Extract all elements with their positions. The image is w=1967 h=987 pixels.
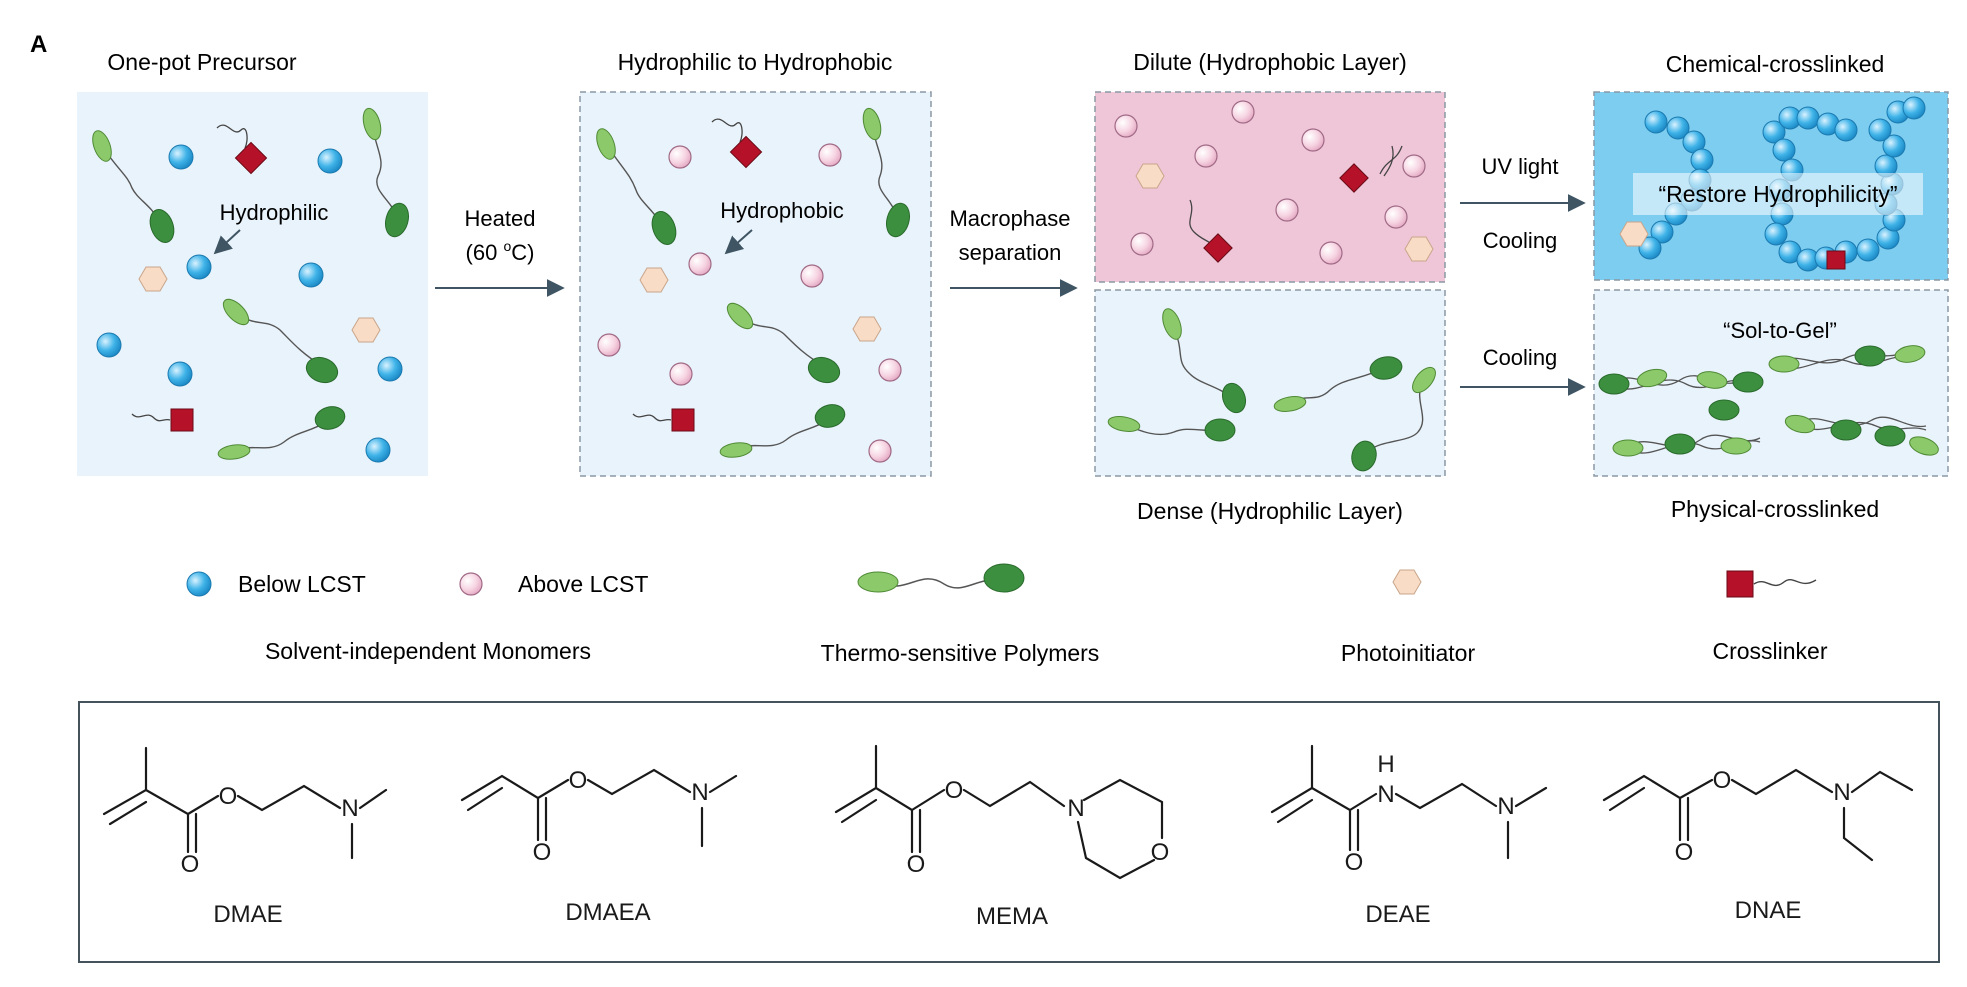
bead <box>1638 236 1662 260</box>
molecule-name-mema: MEMA <box>976 903 1048 930</box>
molecule-name-deae: DEAE <box>1365 901 1430 928</box>
stage-title-precursor: One-pot Precursor <box>107 49 297 75</box>
legend: Below LCST Above LCST Solvent-independen… <box>186 563 1828 666</box>
dense-panel <box>1094 289 1446 477</box>
crosslinker-legend-icon <box>1726 570 1817 598</box>
stage-title-heated: Hydrophilic to Hydrophobic <box>618 49 893 75</box>
caption-monomers: Solvent-independent Monomers <box>265 638 591 664</box>
bead <box>1762 120 1786 144</box>
physical-panel: “Sol-to-Gel” <box>1593 289 1949 477</box>
bead <box>1882 134 1906 158</box>
polymer-chain <box>222 298 339 384</box>
bead <box>1650 220 1674 244</box>
polymer-legend-icon <box>857 563 1025 593</box>
cooling-label-bottom: Cooling <box>1483 345 1558 370</box>
panel-label: A <box>30 31 47 58</box>
uv-cooling-arrow: UV light Cooling <box>1460 154 1586 253</box>
chemical-panel: “Restore Hydrophilicity” <box>1593 91 1949 281</box>
dilute-panel <box>1094 91 1446 283</box>
cooling-label-top: Cooling <box>1483 228 1558 253</box>
bead <box>1868 118 1892 142</box>
atom-label: N <box>1067 795 1084 822</box>
annotation-sol-to-gel: “Sol-to-Gel” <box>1723 318 1837 343</box>
caption-polymers: Thermo-sensitive Polymers <box>821 640 1100 666</box>
annotation-hydrophobic: Hydrophobic <box>720 198 844 223</box>
polymer-chain <box>596 128 677 245</box>
bead <box>1902 96 1926 120</box>
bead <box>1834 118 1858 142</box>
stage-title-dense: Dense (Hydrophilic Layer) <box>1137 498 1403 524</box>
heat-label-line2: (60 oC) <box>466 238 535 265</box>
atom-label: O <box>569 767 588 794</box>
monomer-structures: O O N O O N O O N O H N O N O O N DMAE D… <box>78 701 1940 963</box>
separation-label-line1: Macrophase <box>949 206 1070 231</box>
atom-label: N <box>691 779 708 806</box>
heat-arrow: Heated (60 oC) <box>435 206 565 297</box>
bead <box>1690 148 1714 172</box>
atom-label: N <box>341 795 358 822</box>
atom-label: O <box>1151 839 1170 866</box>
polymer-chain <box>1351 366 1436 472</box>
stage-title-physical: Physical-crosslinked <box>1671 496 1879 522</box>
polymer-chain <box>362 107 410 238</box>
atom-label: O <box>1713 767 1732 794</box>
bead <box>1796 106 1820 130</box>
atom-label: O <box>181 851 200 878</box>
atom-label: O <box>1675 839 1694 866</box>
polymer-chain <box>1162 308 1247 414</box>
polymer-chain <box>1273 356 1403 412</box>
bead <box>1666 116 1690 140</box>
atom-label: O <box>907 851 926 878</box>
caption-photoinitiator: Photoinitiator <box>1341 640 1476 666</box>
bead <box>1772 138 1796 162</box>
atom-label: N <box>1497 793 1514 820</box>
polymer-chain <box>1107 416 1236 442</box>
separation-label-line2: separation <box>959 240 1062 265</box>
atom-label: O <box>1345 849 1364 876</box>
polymer-chain <box>92 130 175 243</box>
separation-arrow: Macrophase separation <box>949 206 1078 297</box>
precursor-panel: Hydrophilic <box>77 92 428 476</box>
polymer-chain <box>719 404 846 458</box>
bead <box>1856 238 1880 262</box>
stage-title-dilute: Dilute (Hydrophobic Layer) <box>1133 49 1407 75</box>
cooling-arrow: Cooling <box>1460 345 1586 396</box>
heat-label-line1: Heated <box>465 206 536 231</box>
atom-label: H <box>1377 751 1394 778</box>
annotation-hydrophilic: Hydrophilic <box>220 200 329 225</box>
stage-title-chemical: Chemical-crosslinked <box>1666 51 1885 77</box>
atom-label: O <box>219 783 238 810</box>
polymer-ends <box>1598 345 1939 457</box>
polymer-chain <box>862 107 911 238</box>
heated-panel: Hydrophobic <box>579 91 932 477</box>
annotation-restore-hydrophilicity: “Restore Hydrophilicity” <box>1658 181 1897 207</box>
atom-label: O <box>945 777 964 804</box>
polymer-chain <box>726 302 841 384</box>
molecule-name-dmae: DMAE <box>213 901 282 928</box>
legend-below-lcst: Below LCST <box>238 571 366 597</box>
legend-above-lcst: Above LCST <box>518 571 648 597</box>
polymer-chain <box>217 406 346 460</box>
pink-sphere-icon <box>459 572 483 596</box>
uv-light-label: UV light <box>1481 154 1558 179</box>
atom-label: O <box>533 839 552 866</box>
atom-label: N <box>1377 781 1394 808</box>
atom-label: N <box>1833 779 1850 806</box>
bead <box>1764 222 1788 246</box>
caption-crosslinker: Crosslinker <box>1712 638 1827 664</box>
blue-sphere-icon <box>186 571 212 597</box>
bead <box>1644 110 1668 134</box>
molecule-name-dnae: DNAE <box>1735 897 1802 924</box>
molecule-name-dmaea: DMAEA <box>565 899 650 926</box>
photoinitiator-icon <box>1392 569 1422 595</box>
